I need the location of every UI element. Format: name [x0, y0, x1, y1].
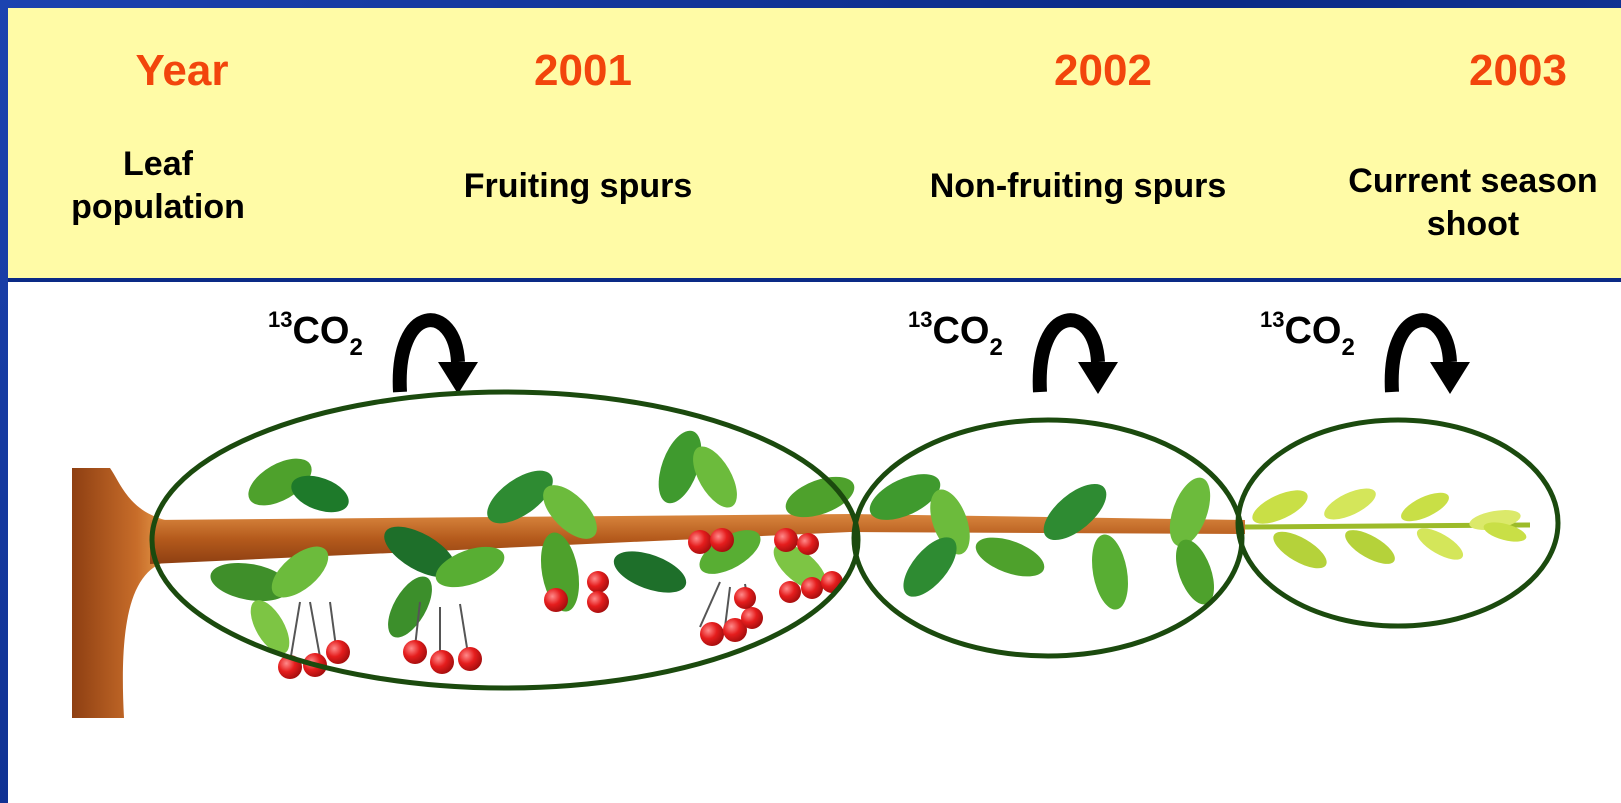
year-2002: 2002 — [993, 46, 1213, 96]
cherry-icon — [403, 640, 427, 664]
curved-arrow-icon — [1392, 320, 1470, 394]
leaf-icon — [1087, 532, 1134, 613]
cherry-icon — [741, 607, 763, 629]
cherry-stems — [290, 582, 750, 662]
year-2003: 2003 — [1408, 46, 1621, 96]
leaf-icon — [1248, 483, 1313, 530]
cherry-icon — [587, 591, 609, 613]
non-fruiting-spurs-label: Non-fruiting spurs — [888, 165, 1268, 208]
leaf-population-line2: population — [48, 186, 268, 229]
cherry-icon — [797, 533, 819, 555]
cherry-icon — [544, 588, 568, 612]
cherry-icon — [688, 530, 712, 554]
year-label: Year — [72, 46, 292, 96]
leaf-icon — [1268, 525, 1332, 576]
cherry-icon — [779, 581, 801, 603]
trunk — [72, 468, 165, 718]
leaf-icon — [608, 543, 691, 601]
header-band: Year 2001 2002 2003 Leaf population Frui… — [8, 8, 1621, 282]
year-2001: 2001 — [473, 46, 693, 96]
branch-diagram — [0, 282, 1621, 803]
curved-arrow-icon — [400, 320, 478, 394]
leaf-icon — [379, 570, 441, 645]
leaf-icon — [1397, 487, 1453, 527]
leaf-cluster-2002 — [863, 465, 1222, 613]
leaf-icon — [1340, 523, 1399, 570]
current-season-shoot-label: Current season shoot — [1318, 160, 1621, 246]
leaf-icon — [1412, 522, 1467, 565]
cherry-icon — [774, 528, 798, 552]
cherry-icon — [801, 577, 823, 599]
leaf-icon — [971, 530, 1050, 585]
leaf-icon — [1162, 472, 1219, 551]
cherry-icon — [458, 647, 482, 671]
cherry-icon — [587, 571, 609, 593]
cherry-icon — [430, 650, 454, 674]
fruiting-spurs-label: Fruiting spurs — [408, 165, 748, 208]
current-season-line2: shoot — [1318, 203, 1621, 246]
cherry-icon — [700, 622, 724, 646]
leaf-icon — [1320, 482, 1380, 526]
cherry-icon — [710, 528, 734, 552]
cherry-icon — [734, 587, 756, 609]
curved-arrow-icon — [1040, 320, 1118, 394]
current-season-line1: Current season — [1318, 160, 1621, 203]
leaf-population-label: Leaf population — [48, 143, 268, 229]
leaf-population-line1: Leaf — [48, 143, 268, 186]
cherry-icon — [326, 640, 350, 664]
